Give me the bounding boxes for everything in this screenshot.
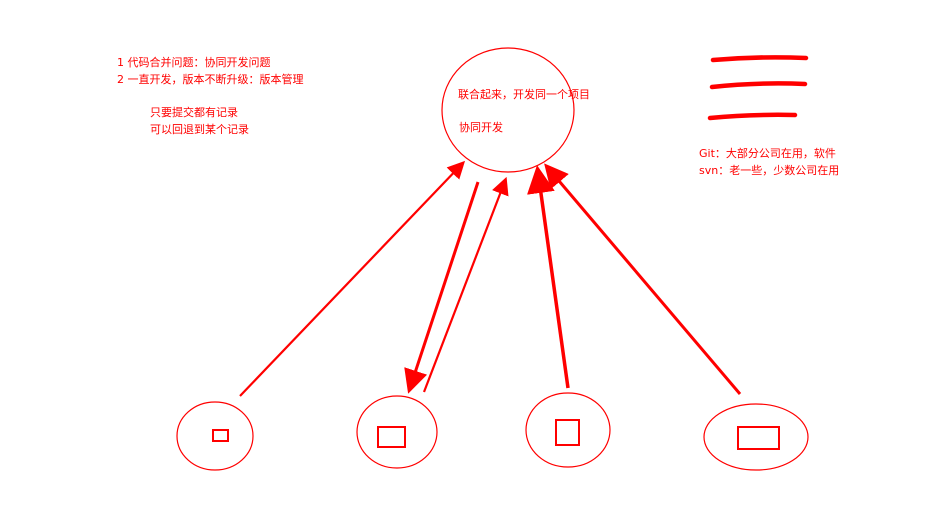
tool-note-git: Git：大部分公司在用，软件 bbox=[699, 147, 836, 160]
pull-arrow-developer-2 bbox=[404, 181, 480, 394]
developer-node-outline bbox=[703, 403, 809, 471]
push-arrow-developer-1 bbox=[239, 160, 466, 397]
version-benefit-notes: 只要提交都有记录 可以回退到某个记录 bbox=[150, 104, 249, 138]
stroke-top bbox=[710, 55, 809, 63]
problem-note-1: 1 代码合并问题：协同开发问题 bbox=[117, 56, 271, 69]
three-stroke-mark bbox=[707, 55, 809, 121]
central-repository-node bbox=[441, 47, 575, 173]
developer-workspace-box bbox=[212, 429, 229, 442]
problem-notes: 1 代码合并问题：协同开发问题 2 一直开发，版本不断升级：版本管理 bbox=[117, 54, 304, 88]
tool-notes: Git：大部分公司在用，软件 svn：老一些，少数公司在用 bbox=[699, 145, 839, 179]
developer-node-2 bbox=[356, 395, 438, 469]
developer-node-1 bbox=[176, 401, 254, 471]
sync-arrows bbox=[239, 160, 742, 397]
benefit-note-2: 可以回退到某个记录 bbox=[150, 123, 249, 136]
problem-note-2: 2 一直开发，版本不断升级：版本管理 bbox=[117, 73, 304, 86]
benefit-note-1: 只要提交都有记录 bbox=[150, 106, 238, 119]
stroke-middle bbox=[709, 81, 808, 90]
developer-workspace-box bbox=[555, 419, 580, 446]
push-arrow-developer-4 bbox=[544, 163, 742, 395]
developer-node-outline bbox=[176, 401, 254, 471]
developer-workspace-box bbox=[377, 426, 406, 448]
push-arrow-developer-2 bbox=[422, 176, 509, 393]
push-arrow-developer-3 bbox=[527, 165, 570, 389]
developer-node-outline bbox=[356, 395, 438, 469]
developer-workspace-box bbox=[737, 426, 780, 450]
stroke-bottom bbox=[707, 112, 798, 121]
developer-node-3 bbox=[525, 392, 611, 468]
developer-node-outline bbox=[525, 392, 611, 468]
central-node-sublabel: 协同开发 bbox=[459, 121, 503, 134]
developer-node-4 bbox=[703, 403, 809, 471]
tool-note-svn: svn：老一些，少数公司在用 bbox=[699, 164, 840, 177]
central-node-label: 联合起来，开发同一个项目 bbox=[458, 88, 590, 101]
